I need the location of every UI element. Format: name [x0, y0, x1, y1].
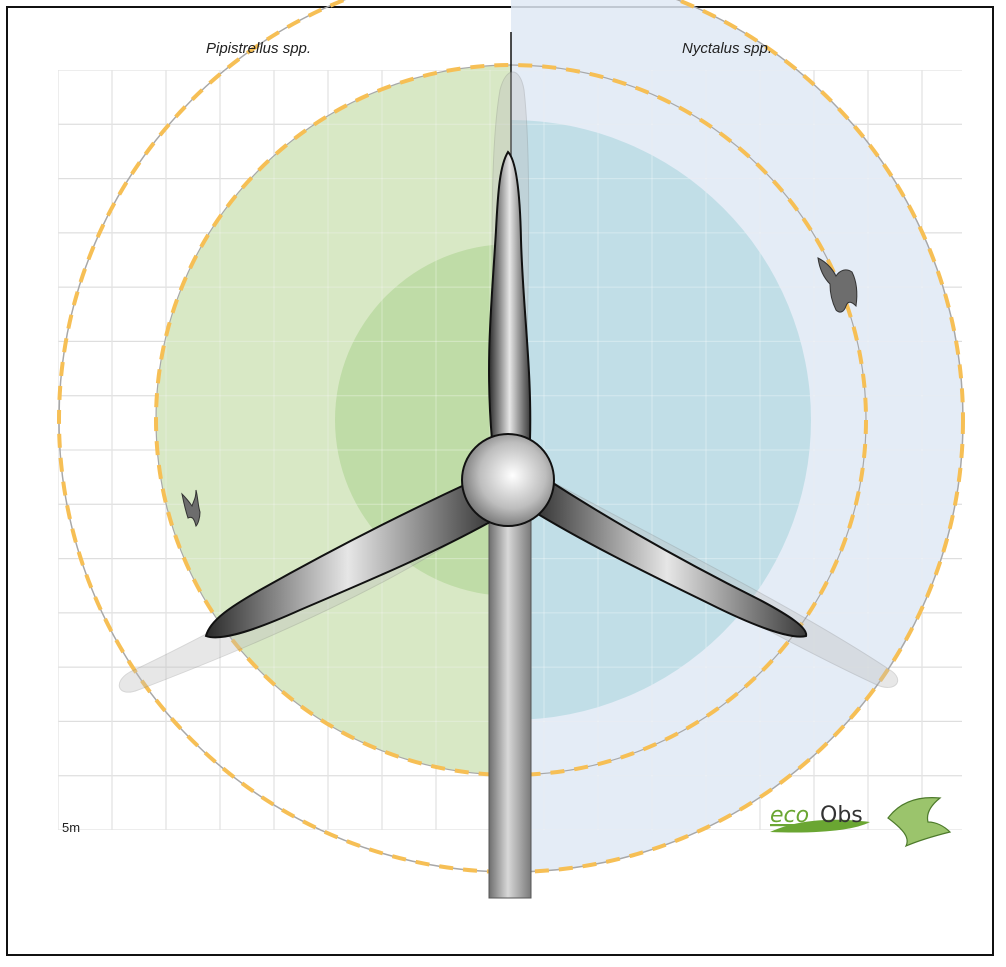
bat-icon: [887, 797, 952, 848]
rotor-hub: [461, 433, 555, 527]
nyctalus-zones: [511, 0, 963, 872]
nyctalus-core-zone: [511, 120, 811, 720]
rotor-blades: [204, 150, 808, 639]
blade-right: [526, 476, 808, 638]
turbine-tower: [488, 469, 532, 899]
blade-top: [488, 150, 532, 441]
bat-nyctalus-icon: [817, 257, 858, 313]
logo-suffix: Obs: [820, 803, 863, 828]
logo-prefix: eco: [770, 803, 809, 828]
pipistrellus-outer-zone: [156, 65, 511, 775]
blade-left: [204, 478, 492, 639]
scale-label: 5m: [62, 820, 81, 835]
logo-swoosh: [770, 819, 870, 833]
right-species-label: Nyctalus spp.: [682, 40, 773, 57]
grid-overlay: [58, 70, 962, 830]
bat-pipistrellus-icon: [181, 489, 201, 527]
left-species-label: Pipistrellus spp.: [206, 40, 312, 57]
ecoobs-logo: eco Obs: [770, 797, 952, 848]
